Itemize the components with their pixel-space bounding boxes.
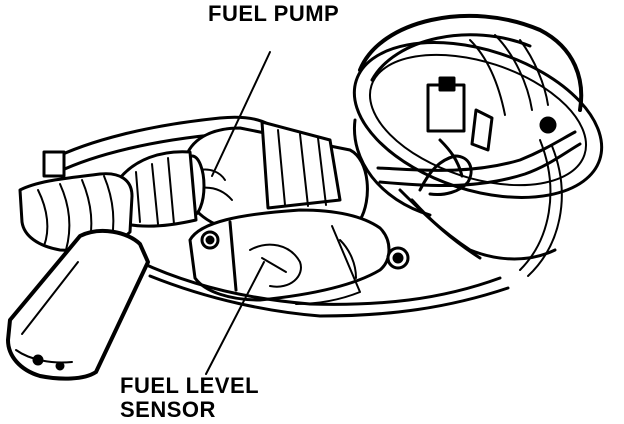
sensor-float bbox=[6, 228, 150, 381]
fuel-level-sensor-leader-line bbox=[205, 261, 265, 375]
pump-sleeve bbox=[118, 150, 198, 228]
pump-body bbox=[178, 120, 369, 232]
fuel-pump-leader-line bbox=[211, 51, 271, 177]
fuel-level-sensor-label: FUEL LEVEL SENSOR bbox=[120, 374, 259, 422]
lower-frame bbox=[138, 260, 510, 318]
fuel-level-sensor-label-line-2: SENSOR bbox=[120, 397, 216, 422]
flange-bracket bbox=[426, 76, 557, 152]
fuel-level-sensor-label-line-1: FUEL LEVEL bbox=[120, 373, 260, 398]
level-sensor-housing bbox=[188, 208, 410, 305]
fuel-pump-label: FUEL PUMP bbox=[208, 1, 340, 26]
